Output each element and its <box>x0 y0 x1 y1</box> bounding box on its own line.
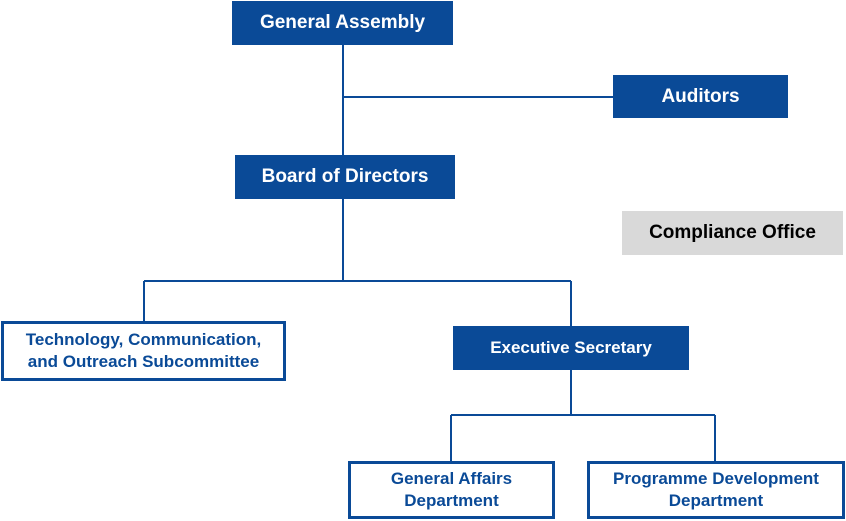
general-assembly-box: General Assembly <box>232 1 453 45</box>
board-of-directors-box: Board of Directors <box>235 155 455 199</box>
board-of-directors-label: Board of Directors <box>261 166 429 187</box>
subcommittee-label: Technology, Communication, and Outreach … <box>25 330 262 371</box>
compliance-office-label: Compliance Office <box>649 222 816 243</box>
auditors-label: Auditors <box>661 85 740 107</box>
programme-development-department-box: Programme Development Department <box>587 461 845 519</box>
general-assembly-label: General Assembly <box>259 12 426 33</box>
auditors-box: Auditors <box>613 75 788 118</box>
executive-secretary-label: Executive Secretary <box>490 338 652 357</box>
general-affairs-department-label: General Affairs Department <box>390 469 513 510</box>
general-affairs-department-box: General Affairs Department <box>348 461 555 519</box>
connector-lines <box>143 45 716 461</box>
programme-development-department-label: Programme Development Department <box>613 469 819 510</box>
technology-communication-outreach-subcommittee-box: Technology, Communication, and Outreach … <box>1 321 286 381</box>
executive-secretary-box: Executive Secretary <box>453 326 689 370</box>
compliance-office-box: Compliance Office <box>622 211 843 255</box>
